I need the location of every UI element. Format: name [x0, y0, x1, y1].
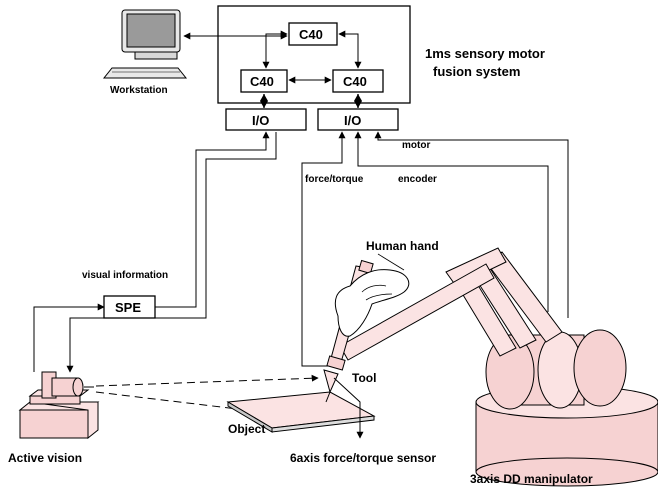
c40-right-box [332, 69, 384, 93]
visual-info-wire [155, 131, 270, 308]
c40-left-label: C40 [250, 74, 274, 89]
io-right-label: I/O [344, 113, 361, 128]
camera-command-wire [66, 132, 277, 373]
force-sensor-arrow [333, 377, 364, 439]
io-left-label: I/O [252, 113, 269, 128]
c40-top-label: C40 [299, 27, 323, 42]
c40-top-box [288, 22, 338, 46]
motor-wire [374, 131, 569, 318]
force-sensor-label: 6axis force/torque sensor [290, 451, 436, 465]
view-ray-lower [95, 391, 247, 413]
workstation-label: Workstation [110, 85, 168, 96]
diamond-left-icon [260, 94, 268, 108]
diamond-right-icon [354, 94, 362, 108]
spe-label: SPE [115, 300, 141, 315]
force-torque-wire [301, 131, 346, 367]
object-label: Object [228, 422, 265, 436]
camera-to-spe-wire [33, 303, 105, 372]
encoder-wire [354, 131, 549, 312]
visual-information-label: visual information [82, 270, 168, 281]
force-torque-label: force/torque [305, 174, 364, 185]
c40-left-box [240, 69, 288, 93]
workstation-computer-icon [102, 9, 188, 79]
fusion-system-label-line2: fusion system [433, 64, 520, 79]
c40-right-label: C40 [343, 74, 367, 89]
tool-label: Tool [352, 371, 376, 385]
manipulator-label: 3axis DD manipulator [470, 472, 593, 486]
manipulator-arm-icon [339, 247, 658, 487]
motor-label: motor [402, 140, 430, 151]
c40-top-right-link [338, 30, 362, 69]
human-hand-label: Human hand [366, 239, 439, 253]
fusion-system-label-line1: 1ms sensory motor [425, 46, 545, 61]
active-vision-camera-icon [18, 371, 100, 440]
object-plate-icon [226, 391, 376, 433]
encoder-label: encoder [398, 174, 437, 185]
spe-box [103, 295, 156, 319]
active-vision-label: Active vision [8, 451, 82, 465]
io-left-box [225, 108, 307, 131]
view-ray-upper [95, 374, 319, 387]
io-right-box [317, 108, 399, 131]
human-hand-icon [323, 259, 410, 403]
hand-leader-line [377, 253, 405, 271]
